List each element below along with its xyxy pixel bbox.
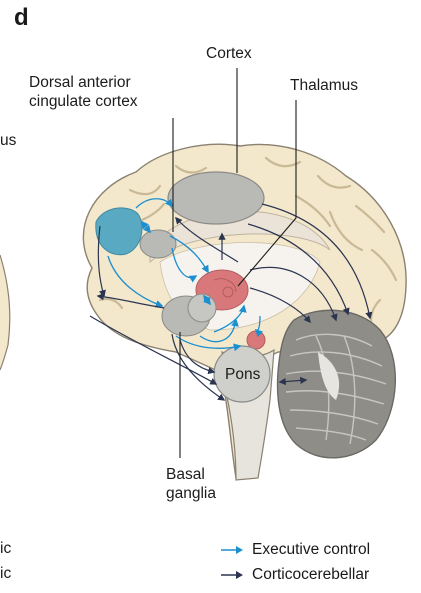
legend-label: Corticocerebellar <box>252 566 369 584</box>
legend-arrow-blue-icon <box>220 545 244 555</box>
cut-label-1: us <box>0 132 16 150</box>
cut-label-2: ic <box>0 540 11 558</box>
cut-label-3: ic <box>0 565 11 583</box>
label-dacc-line2: cingulate cortex <box>29 93 138 111</box>
cortex-region <box>168 172 264 224</box>
neighbor-panel-edge <box>0 255 10 370</box>
legend-arrow-dark-icon <box>220 570 244 580</box>
legend-corticocerebellar: Corticocerebellar <box>220 566 369 584</box>
panel-letter: d <box>14 4 29 32</box>
label-thalamus: Thalamus <box>290 77 358 95</box>
label-basal-line2: ganglia <box>166 485 216 503</box>
cingulate-grey-region <box>140 230 176 258</box>
label-basal-line1: Basal <box>166 466 205 484</box>
label-pons: Pons <box>225 366 260 384</box>
cerebellum <box>278 310 396 458</box>
legend-label: Executive control <box>252 541 370 559</box>
label-dacc-line1: Dorsal anterior <box>29 74 131 92</box>
red-nucleus <box>247 331 265 349</box>
label-cortex: Cortex <box>206 45 252 63</box>
legend-executive-control: Executive control <box>220 541 370 559</box>
